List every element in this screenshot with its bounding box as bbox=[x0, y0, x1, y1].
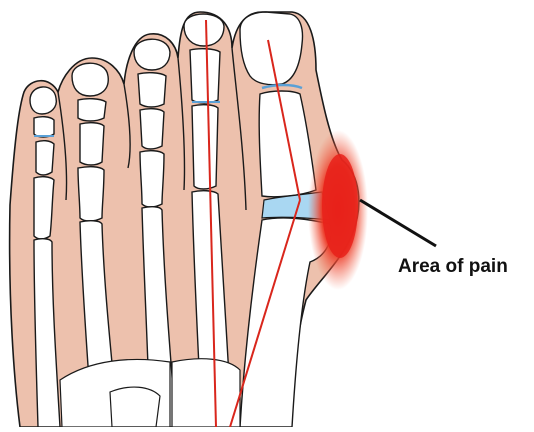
pain-pointer-line bbox=[360, 200, 436, 246]
midfoot-bones bbox=[60, 359, 240, 427]
big-toe-distal-phalanx bbox=[240, 12, 303, 85]
area-of-pain-label: Area of pain bbox=[398, 256, 508, 278]
